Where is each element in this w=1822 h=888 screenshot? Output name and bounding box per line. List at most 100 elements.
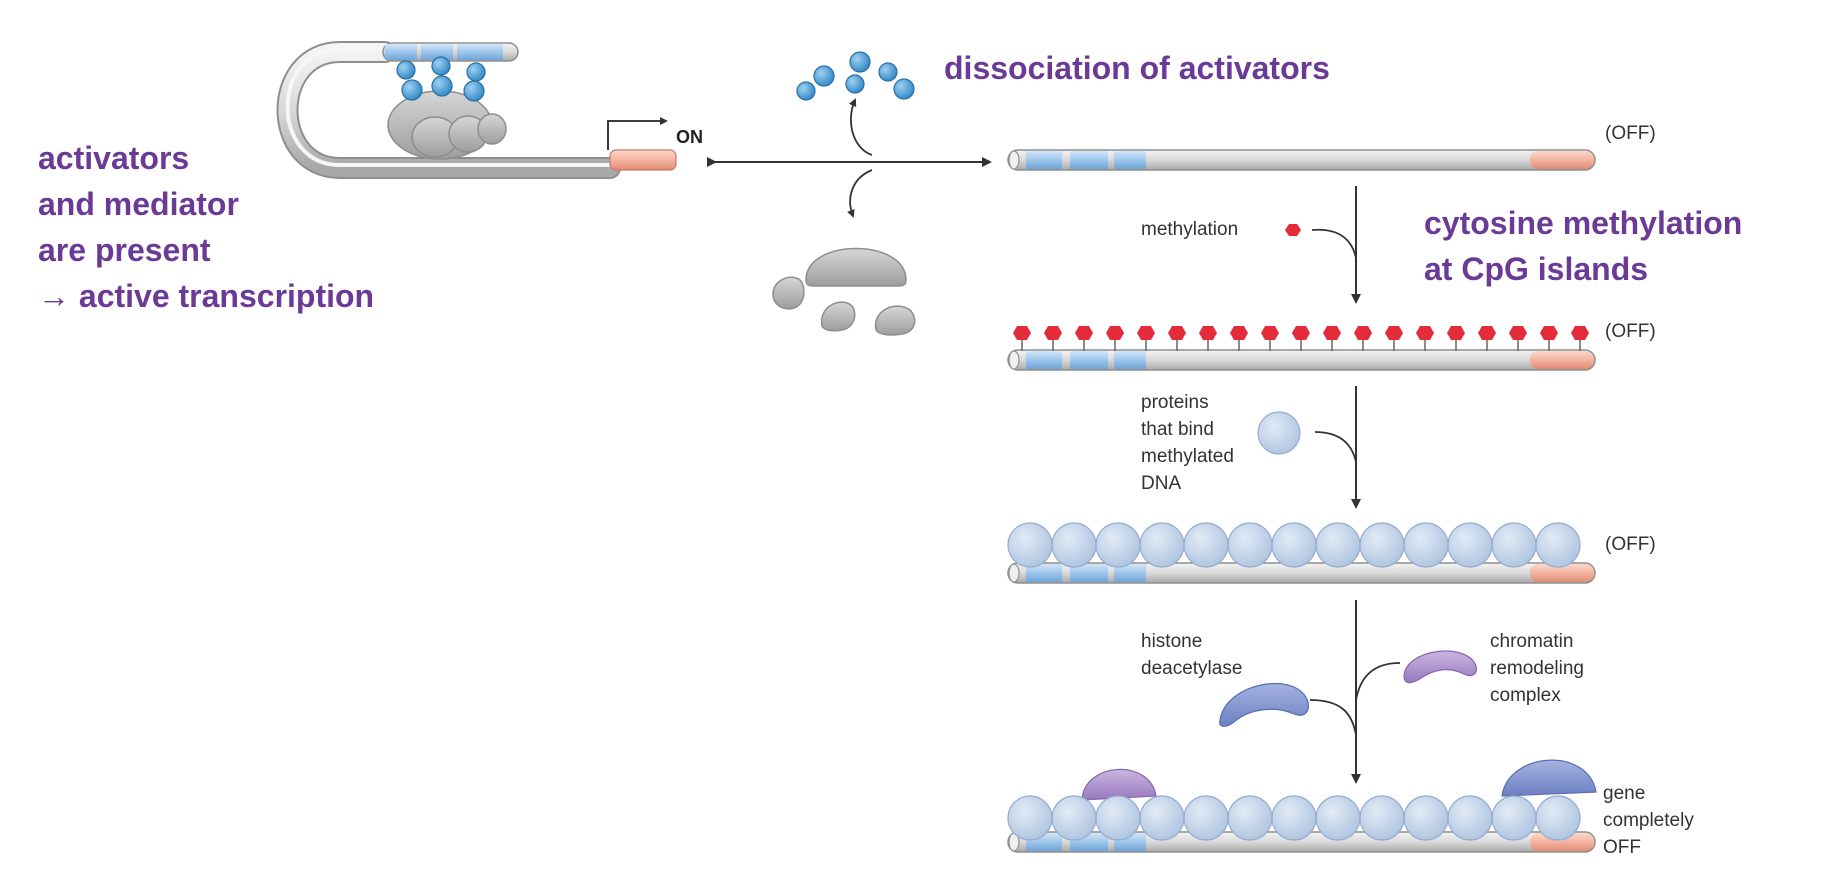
- silenced-chromatin: [1081, 759, 1597, 801]
- mediator-subunit-3: [477, 113, 507, 145]
- methyl-group: [1168, 326, 1186, 340]
- free-activator-b2: [845, 74, 865, 94]
- methyl-binding-protein: [1535, 522, 1581, 568]
- silenced-proteins: [1007, 795, 1581, 841]
- label-chromatin-remodeling-complex: chromatin remodeling complex: [1490, 628, 1584, 709]
- enhancer-box-2: [421, 44, 453, 60]
- methyl-binding-protein: [1007, 522, 1053, 568]
- active-gene-loop: [276, 41, 677, 179]
- label-remodel-line-2: remodeling: [1490, 658, 1584, 679]
- dna-end-cap: [1008, 350, 1020, 370]
- enhancer-box-1: [1026, 351, 1062, 369]
- methyl-binding-protein: [1095, 522, 1141, 568]
- promoter: [609, 149, 677, 171]
- methyl-group: [1571, 326, 1589, 340]
- enhancer-box-2: [1070, 151, 1108, 169]
- label-proteins-line-1: proteins: [1141, 392, 1209, 413]
- methyl-group: [1447, 326, 1465, 340]
- free-mediator-piece-3: [874, 305, 916, 336]
- chromatin-remodeling-complex-icon: [1403, 650, 1477, 684]
- label-hdac-line-2: deacetylase: [1141, 658, 1243, 679]
- label-proteins-line-2: that bind: [1141, 419, 1214, 440]
- promoter: [1530, 351, 1594, 369]
- label-proteins-line-4: DNA: [1141, 473, 1182, 494]
- methyl-group: [1261, 326, 1279, 340]
- methyl-group: [1509, 326, 1527, 340]
- methyl-group: [1323, 326, 1341, 340]
- methyl-binding-protein: [1227, 795, 1273, 841]
- methyl-binding-protein: [1139, 795, 1185, 841]
- methyl-group: [1540, 326, 1558, 340]
- callout-cytosine-methylation: cytosine methylation at CpG islands: [1424, 200, 1742, 292]
- label-final-line-3: OFF: [1603, 837, 1641, 858]
- label-final-line-1: gene: [1603, 783, 1646, 804]
- methyl-binding-protein: [1183, 522, 1229, 568]
- label-on: ON: [676, 127, 703, 147]
- label-final-line-2: completely: [1603, 810, 1694, 831]
- methyl-binding-protein: [1051, 795, 1097, 841]
- enhancer-box-2: [1070, 351, 1108, 369]
- transcription-start-arrow: [607, 117, 668, 150]
- callout-left-line-1: activators: [38, 140, 190, 176]
- free-mediator-piece-2: [820, 301, 856, 332]
- label-gene-completely-off: gene completely OFF: [1603, 780, 1694, 861]
- dna-end-cap: [1008, 563, 1020, 583]
- label-proteins-line-3: methylated: [1141, 446, 1234, 467]
- activator-1: [396, 60, 423, 101]
- bound-histone-deacetylase: [1501, 759, 1597, 797]
- methyl-binding-protein: [1403, 795, 1449, 841]
- methyl-binding-protein: [1359, 522, 1405, 568]
- methyl-binding-protein: [1271, 795, 1317, 841]
- enhancer-box-3: [1114, 151, 1146, 169]
- feeder-hdac: [1309, 699, 1357, 736]
- methyl-binding-protein: [1315, 522, 1361, 568]
- dna-strand-2: [1007, 326, 1596, 371]
- label-histone-deacetylase: histone deacetylase: [1141, 628, 1242, 682]
- methyl-binding-protein: [1491, 795, 1537, 841]
- methyl-binding-protein: [1491, 522, 1537, 568]
- histone-deacetylase-icon: [1219, 682, 1309, 727]
- callout-dissociation: dissociation of activators: [944, 50, 1330, 86]
- dna-backbone: [1007, 149, 1596, 171]
- free-activator-c1: [878, 62, 898, 82]
- label-remodel-line-1: chromatin: [1490, 631, 1574, 652]
- callout-active-transcription: activators and mediator are present → ac…: [38, 135, 374, 319]
- free-activator-c2: [893, 78, 915, 100]
- methyl-binding-protein: [1139, 522, 1185, 568]
- methyl-group: [1478, 326, 1496, 340]
- promoter: [1530, 151, 1594, 169]
- methyl-binding-protein: [1095, 795, 1141, 841]
- methyl-binding-protein: [1007, 795, 1053, 841]
- methyl-group: [1416, 326, 1434, 340]
- feeder-methylation: [1311, 228, 1357, 259]
- callout-right-line-1: cytosine methylation: [1424, 205, 1743, 241]
- callout-left-line-2: and mediator: [38, 186, 239, 222]
- label-remodel-line-3: complex: [1490, 685, 1561, 706]
- enhancer-box-1: [1026, 564, 1062, 582]
- label-methylation: methylation: [1141, 219, 1239, 240]
- methyl-binding-protein: [1227, 522, 1273, 568]
- methyl-group: [1013, 326, 1031, 340]
- methyl-group: [1199, 326, 1217, 340]
- enhancer-box-1: [385, 44, 417, 60]
- free-activator-b1: [849, 51, 871, 73]
- methyl-binding-protein: [1183, 795, 1229, 841]
- methyl-binding-protein: [1051, 522, 1097, 568]
- enhancer-box-3: [1114, 351, 1146, 369]
- dissociation-arrow-down: [847, 169, 873, 218]
- free-mediator: [772, 247, 916, 336]
- methyl-binding-protein: [1403, 522, 1449, 568]
- methyl-group: [1230, 326, 1248, 340]
- methyl-group: [1075, 326, 1093, 340]
- label-off-1: (OFF): [1605, 123, 1656, 144]
- enhancer-box-2: [1070, 564, 1108, 582]
- dna-strand-3: [1007, 522, 1596, 584]
- free-activator-a1: [796, 81, 816, 101]
- activator-3: [463, 62, 486, 102]
- methyl-binding-protein: [1359, 795, 1405, 841]
- methyl-binding-protein: [1447, 522, 1493, 568]
- methyl-group: [1292, 326, 1310, 340]
- label-hdac-line-1: histone: [1141, 631, 1203, 652]
- enhancer-box-1: [1026, 151, 1062, 169]
